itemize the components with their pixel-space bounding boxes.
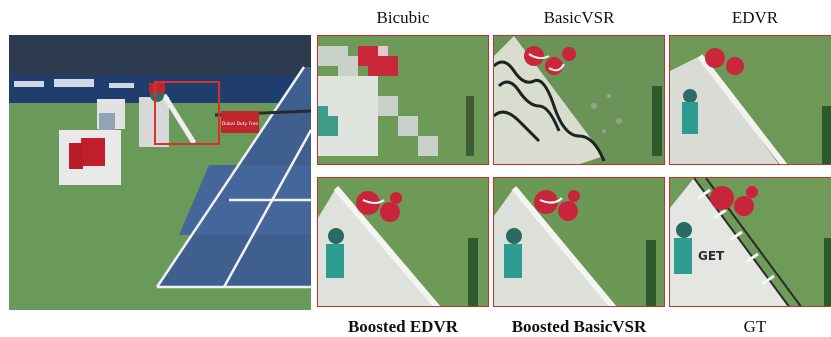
label-boosted-basicvsr: Boosted BasicVSR bbox=[511, 317, 647, 336]
crop-basicvsr bbox=[493, 35, 665, 165]
label-bicubic: Bicubic bbox=[376, 8, 430, 27]
label-gt: GT bbox=[743, 317, 767, 336]
court-sign-text: GET bbox=[698, 249, 725, 263]
label-edvr: EDVR bbox=[731, 8, 779, 27]
tennis-scene-image: Dubai Duty Free bbox=[9, 35, 311, 310]
crop-gt: GET bbox=[669, 177, 831, 307]
label-basicvsr: BasicVSR bbox=[543, 8, 615, 27]
zoom-region-highlight bbox=[154, 81, 220, 145]
crop-edvr bbox=[669, 35, 831, 165]
label-boosted-edvr: Boosted EDVR bbox=[347, 317, 459, 336]
crop-boosted-edvr bbox=[317, 177, 489, 307]
crop-boosted-basicvsr bbox=[493, 177, 665, 307]
scene-sign-text: Dubai Duty Free bbox=[222, 121, 259, 127]
crop-bicubic bbox=[317, 35, 489, 165]
